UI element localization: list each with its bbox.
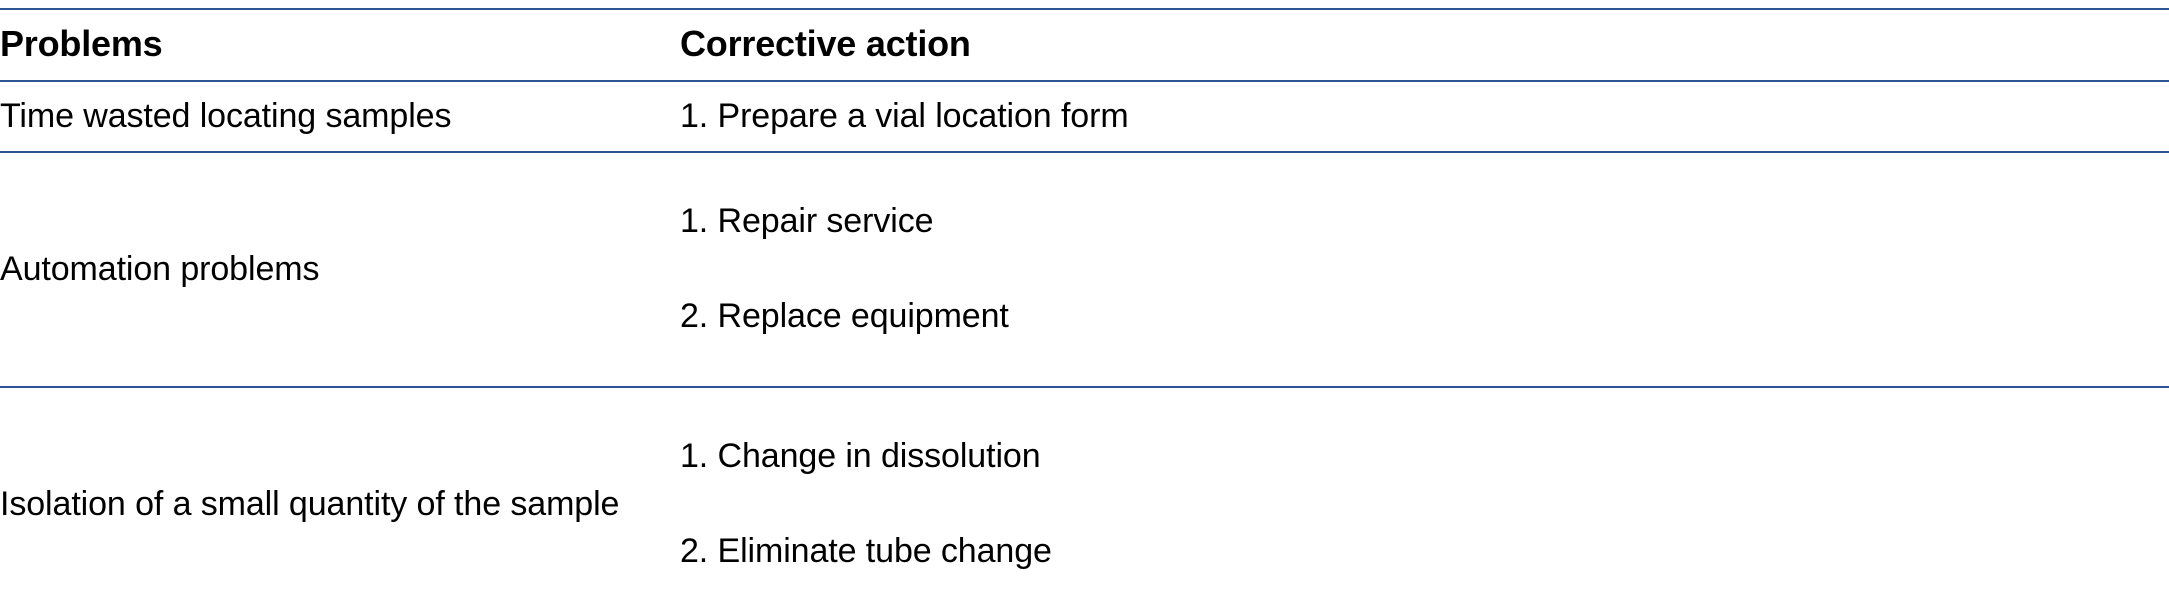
action-item: 1. Change in dissolution <box>680 437 1041 475</box>
cell-corrective-action: 1. Repair service 2. Replace equipment <box>678 151 2169 388</box>
header-row: Problems Corrective action <box>0 8 2169 82</box>
action-item: 2. Replace equipment <box>680 297 1009 336</box>
cell-corrective-action: 1. Change in dissolution 2. Eliminate tu… <box>678 386 2169 614</box>
problem-text: Time wasted locating samples <box>0 96 452 135</box>
action-item: 2. Eliminate tube change <box>680 532 1052 571</box>
action-list: 1. Change in dissolution 2. Eliminate tu… <box>680 409 2169 599</box>
cell-corrective-action: 1. Prepare a vial location form <box>678 80 2169 153</box>
table-row: Time wasted locating samples 1. Prepare … <box>0 80 2169 153</box>
action-item: 1. Repair service <box>680 202 934 240</box>
cell-problem: Time wasted locating samples <box>0 80 678 153</box>
action-list: 1. Repair service 2. Replace equipment <box>680 174 2169 364</box>
cell-problem: Automation problems <box>0 151 678 388</box>
action-item: 1. Prepare a vial location form <box>680 96 1129 135</box>
column-header-corrective-action: Corrective action <box>678 8 2169 82</box>
problem-text: Automation problems <box>0 249 320 288</box>
cell-problem: Isolation of a small quantity of the sam… <box>0 386 678 614</box>
table-header: Problems Corrective action <box>0 8 2169 82</box>
column-header-problems: Problems <box>0 8 678 82</box>
problems-corrective-action-table: Problems Corrective action Time wasted l… <box>0 8 2169 614</box>
problem-text: Isolation of a small quantity of the sam… <box>0 484 620 523</box>
action-list: 1. Prepare a vial location form <box>680 97 2169 136</box>
table-row: Automation problems 1. Repair service 2.… <box>0 151 2169 388</box>
table-row: Isolation of a small quantity of the sam… <box>0 386 2169 614</box>
table-body: Time wasted locating samples 1. Prepare … <box>0 80 2169 614</box>
